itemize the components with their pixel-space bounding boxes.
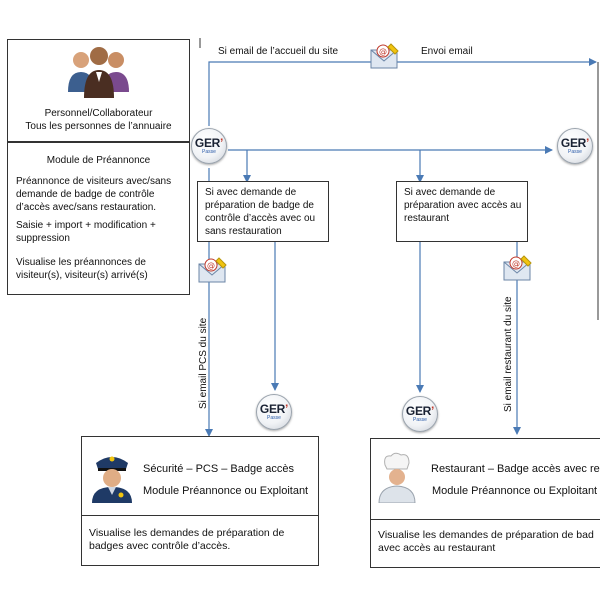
ger-logo-restaurant: GER’ Passe [402,396,438,432]
ger-logo-text: GER’ [560,136,590,150]
ger-logo-main: GER’ Passe [191,128,227,164]
restaurant-box-description: Visualise les demandes de préparation de… [378,529,594,554]
decision-badge-text: Si avec demande de préparation de badge … [205,187,316,237]
restaurant-box-title: Restaurant – Badge accès avec re [431,463,600,475]
email-icon-top: @ [370,43,399,69]
people-box-line2: Tous les personnes de l’annuaire [25,121,172,132]
module-box-p2: Saisie + import + modification + suppres… [16,220,156,244]
email-icon-restaurant: @ [503,255,532,281]
label-email-accueil: Si email de l’accueil du site [218,46,339,57]
security-box-title: Sécurité – PCS – Badge accès [143,463,295,475]
restaurant-box-divider [371,519,600,520]
restaurant-box: Restaurant – Badge accès avec re Module … [370,438,600,568]
ger-logo-sub: Passe [267,415,281,421]
ger-logo-text: GER’ [405,404,435,418]
security-box: Sécurité – PCS – Badge accès Module Préa… [81,436,319,566]
email-icon-pcs: @ [198,257,227,283]
ger-logo-sub: Passe [413,417,427,423]
decision-restaurant-box: Si avec demande de préparation avec accè… [396,181,528,242]
label-email-pcs: Si email PCS du site [198,317,209,409]
police-officer-icon [92,456,132,503]
people-box-line1: Personnel/Collaborateur [44,108,153,119]
ger-logo-text: GER’ [259,402,289,416]
decision-badge-box: Si avec demande de préparation de badge … [197,181,329,242]
ger-logo-security: GER’ Passe [256,394,292,430]
ger-logo-right: GER’ Passe [557,128,593,164]
chef-icon [378,452,416,503]
security-box-description: Visualise les demandes de préparation de… [89,527,285,552]
svg-text:@: @ [379,47,387,56]
decision-restaurant-text: Si avec demande de préparation avec accè… [404,187,522,224]
ger-logo-sub: Passe [202,149,216,155]
edge-top-route [208,58,597,126]
ger-logo-text: GER’ [194,136,224,150]
people-group-icon [68,47,129,98]
module-box-title: Module de Préannonce [46,155,151,166]
security-box-subtitle: Module Préannonce ou Exploitant [143,485,309,497]
restaurant-box-subtitle: Module Préannonce ou Exploitant [432,485,598,497]
svg-text:@: @ [207,261,215,270]
module-box: Module de Préannonce Préannonce de visit… [7,142,190,295]
label-envoi-email: Envoi email [421,46,473,57]
label-email-restaurant: Si email restaurant du site [503,296,514,412]
ger-logo-sub: Passe [568,149,582,155]
module-box-p3: Visualise les préannonces de visiteur(s)… [16,257,148,281]
svg-text:@: @ [512,259,520,268]
security-box-divider [82,515,318,516]
module-box-p1: Préannonce de visiteurs avec/sans demand… [16,176,172,213]
people-box: Personnel/Collaborateur Tous les personn… [7,39,190,142]
